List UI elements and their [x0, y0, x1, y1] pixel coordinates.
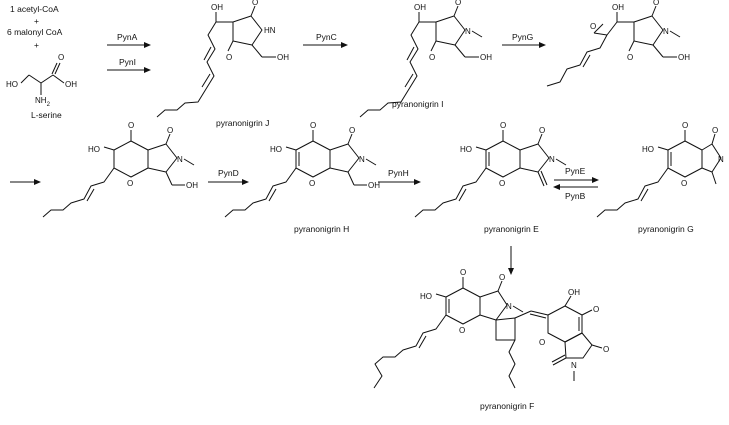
svg-text:O: O	[653, 0, 659, 7]
svg-text:O: O	[167, 126, 173, 135]
svg-text:O: O	[681, 179, 687, 188]
svg-text:OH: OH	[678, 53, 690, 62]
epoxide-intermediate-structure: O N O OH OH O	[546, 0, 690, 87]
svg-text:O: O	[603, 345, 609, 354]
svg-text:O: O	[539, 126, 545, 135]
svg-text:O: O	[499, 179, 505, 188]
enzyme-pync: PynC	[316, 32, 337, 42]
svg-text:O: O	[127, 179, 133, 188]
svg-text:O: O	[455, 0, 461, 7]
svg-text:OH: OH	[186, 181, 198, 190]
svg-text:O: O	[590, 22, 596, 31]
reagent-acetyl-coa: 1 acetyl-CoA	[10, 4, 59, 14]
svg-text:OH: OH	[414, 3, 426, 12]
svg-text:O: O	[429, 53, 435, 62]
svg-text:O: O	[593, 305, 599, 314]
starting-materials: 1 acetyl-CoA + 6 malonyl CoA + O OH NH2 …	[6, 4, 77, 120]
plus-sign: +	[34, 16, 39, 26]
svg-text:O: O	[252, 0, 258, 7]
svg-text:N: N	[663, 27, 669, 36]
svg-text:HO: HO	[460, 145, 472, 154]
svg-text:OH: OH	[480, 53, 492, 62]
atom-oh: OH	[65, 80, 77, 89]
svg-text:O: O	[349, 126, 355, 135]
svg-text:O: O	[499, 273, 505, 282]
svg-text:O: O	[682, 121, 688, 130]
svg-text:N: N	[571, 361, 577, 370]
svg-text:HO: HO	[88, 145, 100, 154]
svg-text:O: O	[459, 326, 465, 335]
svg-text:N: N	[718, 155, 724, 164]
plus-sign: +	[34, 40, 39, 50]
reagent-malonyl-coa: 6 malonyl CoA	[7, 27, 63, 37]
svg-text:N: N	[359, 155, 365, 164]
svg-text:O: O	[712, 126, 718, 135]
svg-text:N: N	[465, 27, 471, 36]
pyranonigrin-j-structure: O HN O OH OH	[156, 0, 289, 118]
svg-text:HO: HO	[270, 145, 282, 154]
svg-text:N: N	[549, 155, 555, 164]
atom-ho: HO	[6, 80, 18, 89]
pyranonigrin-f-label: pyranonigrin F	[480, 401, 534, 411]
enzyme-pynh: PynH	[388, 168, 409, 178]
arrow-pynh: PynH	[378, 168, 421, 185]
svg-text:OH: OH	[277, 53, 289, 62]
pyranonigrin-h-structure: O O N O HO OH	[224, 121, 380, 218]
enzyme-pynd: PynD	[218, 168, 239, 178]
pyranonigrin-g-structure: O O N O HO	[596, 121, 724, 218]
svg-text:O: O	[310, 121, 316, 130]
svg-text:O: O	[309, 179, 315, 188]
svg-text:OH: OH	[211, 3, 223, 12]
enzyme-pynb: PynB	[565, 191, 586, 201]
svg-text:HN: HN	[264, 26, 276, 35]
svg-text:OH: OH	[568, 288, 580, 297]
pyranonigrin-f-structure: O O N O HO OH O O O N	[373, 268, 609, 389]
arrow-pyng: PynG	[502, 32, 546, 48]
dihydropyranone-intermediate-structure: O O N O HO OH	[42, 121, 198, 218]
l-serine-label: L-serine	[31, 110, 62, 120]
svg-text:O: O	[128, 121, 134, 130]
arrow-pyne-pynb: PynE PynB	[553, 166, 599, 201]
svg-text:N: N	[506, 302, 512, 311]
svg-text:O: O	[460, 268, 466, 277]
pyranonigrin-i-structure: O N O OH OH	[359, 0, 492, 118]
enzyme-pyng: PynG	[512, 32, 533, 42]
svg-text:HO: HO	[420, 292, 432, 301]
atom-nh2: NH2	[35, 96, 51, 108]
pyranonigrin-i-label: pyranonigrin I	[392, 99, 444, 109]
arrow-pyna-pyni: PynA PynI	[107, 32, 151, 73]
arrow-pync: PynC	[303, 32, 348, 48]
svg-text:N: N	[177, 155, 183, 164]
pyranonigrin-e-structure: O O N O HO	[414, 121, 567, 218]
svg-text:O: O	[627, 53, 633, 62]
svg-text:O: O	[539, 338, 545, 347]
pyranonigrin-e-label: pyranonigrin E	[484, 224, 539, 234]
atom-o: O	[58, 53, 64, 62]
svg-text:OH: OH	[368, 181, 380, 190]
pyranonigrin-h-label: pyranonigrin H	[294, 224, 349, 234]
enzyme-pyna: PynA	[117, 32, 138, 42]
svg-text:O: O	[226, 53, 232, 62]
pyranonigrin-g-label: pyranonigrin G	[638, 224, 694, 234]
svg-text:OH: OH	[612, 3, 624, 12]
enzyme-pyni: PynI	[119, 57, 136, 67]
enzyme-pyne: PynE	[565, 166, 586, 176]
svg-text:O: O	[500, 121, 506, 130]
arrow-pynd: PynD	[208, 168, 249, 185]
pyranonigrin-j-label: pyranonigrin J	[216, 118, 269, 128]
svg-text:HO: HO	[642, 145, 654, 154]
l-serine-structure: O OH NH2 HO	[6, 53, 77, 108]
